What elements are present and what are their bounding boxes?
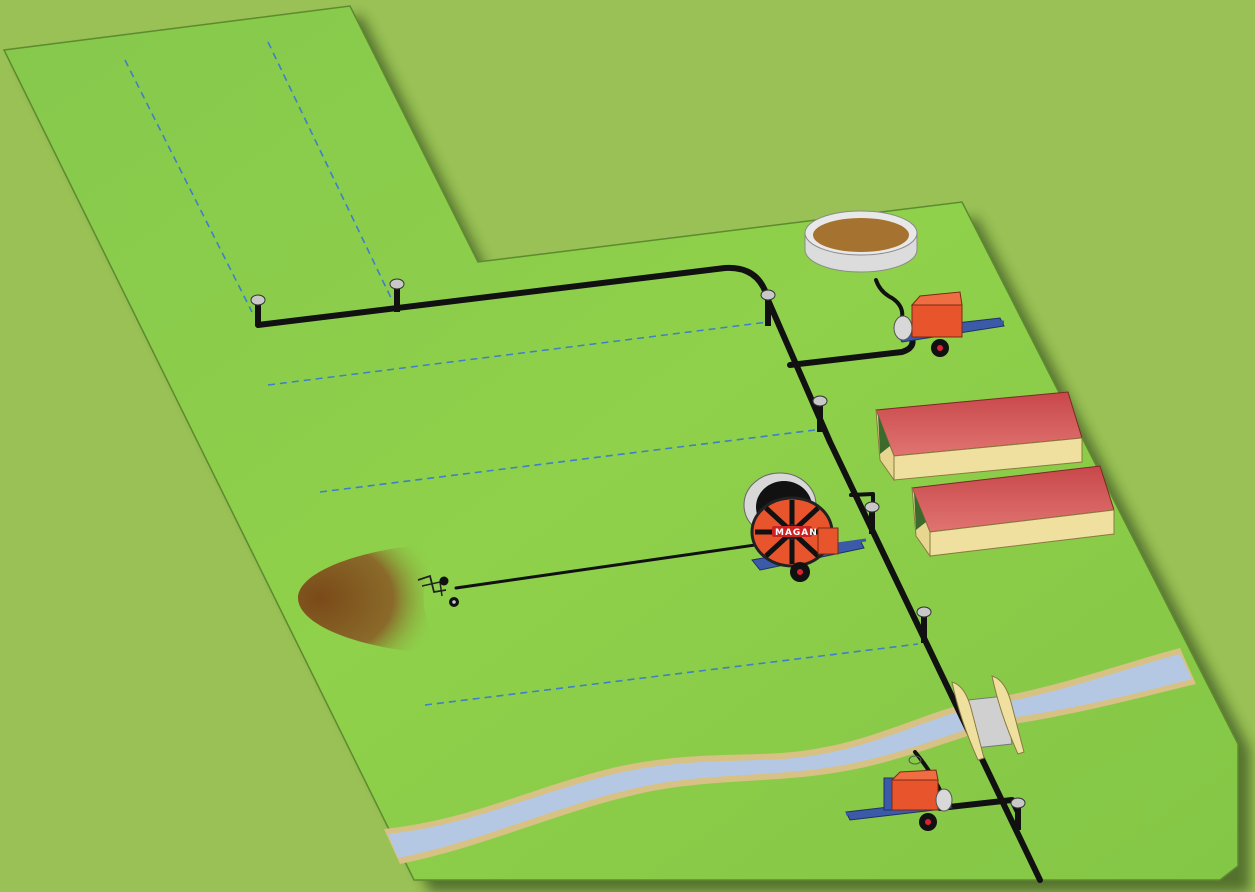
slurry-surface: [813, 218, 909, 252]
bridge: [951, 675, 1025, 761]
slurry-pump-unit: [893, 291, 1005, 357]
dashed-lateral-lines: [124, 41, 919, 706]
suction-hose-tank: [874, 278, 905, 320]
hydrant-3: [760, 289, 776, 326]
hydrant-4: [812, 395, 828, 432]
hydrant-6: [916, 606, 932, 643]
river-pump-unit: [845, 755, 953, 831]
barn-1: [875, 391, 1083, 482]
slurry-tank: [804, 210, 918, 273]
hose-reel-irrigator: MAGANI: [743, 472, 867, 582]
hydrants: [250, 278, 1026, 830]
barn-2: [911, 465, 1115, 558]
dashed-line-5: [424, 643, 919, 706]
field: [2, 5, 1239, 881]
slurry-spray-area: [298, 543, 442, 654]
reel-hose: [454, 538, 792, 590]
hydrant-7: [1010, 797, 1026, 830]
sprinkler-cart: [417, 574, 459, 607]
hydrant-1: [250, 294, 266, 326]
hydrant-5: [864, 501, 880, 534]
reel-logo: MAGANI: [775, 528, 822, 538]
hydrant-2: [389, 278, 405, 312]
